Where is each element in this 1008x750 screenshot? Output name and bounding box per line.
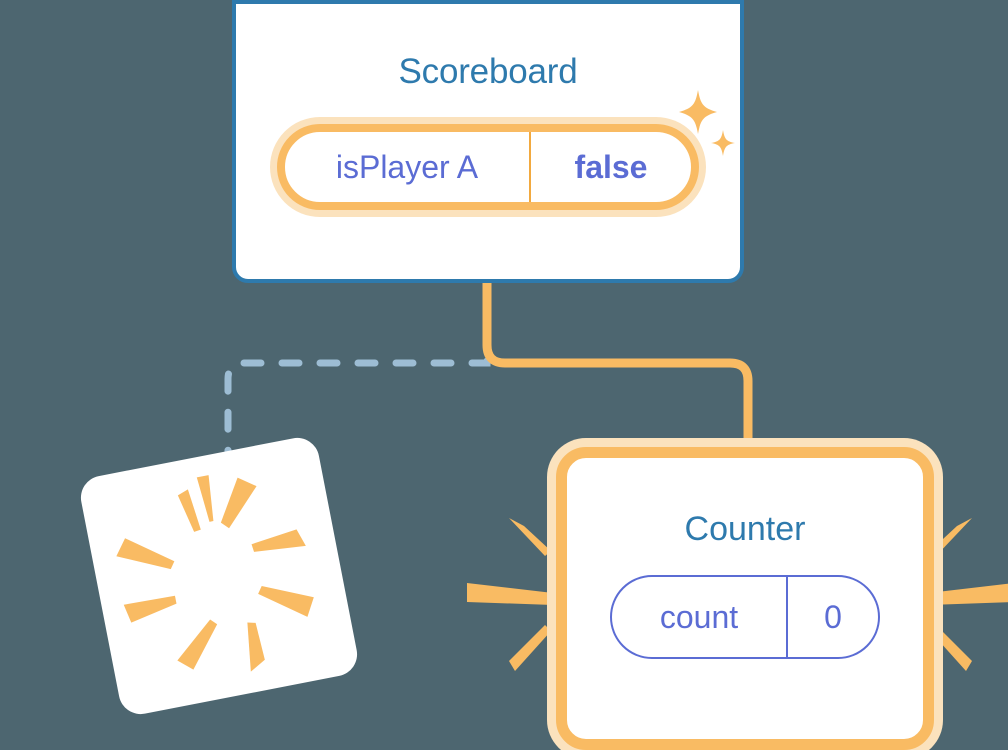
counter-title: Counter [684,510,806,548]
connector-solid-to-counter [482,283,753,460]
scoreboard-title: Scoreboard [398,52,578,91]
state-pill-key: count [659,598,739,635]
counter-pill-row: count 0 [567,549,923,659]
scoreboard-pill-row: isPlayer A false [236,92,740,210]
state-pill-key: isPlayer A [335,148,479,185]
burst-rays-left [467,518,553,671]
state-pill-value: false [574,148,648,185]
state-pill-divider [529,132,531,202]
burst-rays-right [936,518,1008,671]
state-pill-value: 0 [824,598,842,635]
state-pill-divider [786,577,788,657]
card-counter[interactable]: Counter count 0 [556,447,934,750]
state-pill-isplayer-a[interactable]: isPlayer A false [277,124,699,210]
blank-burst-card[interactable] [77,434,361,718]
state-pill-count[interactable]: count 0 [610,575,880,659]
card-scoreboard[interactable]: Scoreboard isPlayer A false [232,0,744,283]
burst-rays-radial [116,475,314,672]
